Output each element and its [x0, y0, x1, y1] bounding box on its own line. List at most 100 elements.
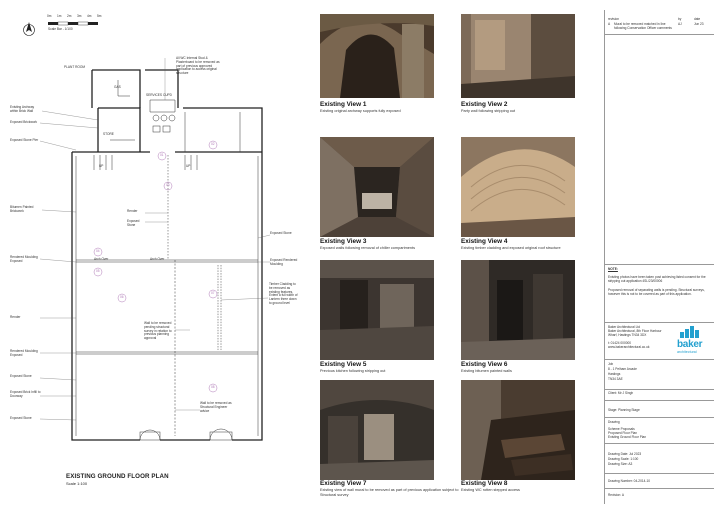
stair-up-label-2: UP — [186, 164, 191, 168]
note-render-1: Render — [127, 209, 138, 213]
note-rendered-moulding-exposed: Rendered Moulding Exposed — [10, 349, 38, 357]
note-exposed-stone-left: Exposed Stone — [10, 374, 32, 378]
room-label-gas: GAS — [114, 85, 121, 89]
title-block-border — [604, 10, 606, 504]
drawing-line-1: Scheme Proposals — [608, 427, 635, 431]
drawing-number: Drawing Number: 04-2014-10 — [608, 479, 650, 483]
note-exposed-brick-infill: Exposed Brick Infill to Doorway — [10, 390, 41, 398]
scale-tick-1: 1m — [57, 14, 62, 18]
view-marker-05: 05 — [96, 269, 100, 273]
rev-head-revision: revision — [608, 17, 619, 21]
view-1-desc: Existing original archway supports fully… — [320, 109, 401, 113]
note-exposed-stone-pier: Exposed Stone Pier — [10, 138, 39, 142]
note-exposed-brickwork: Exposed Brickwork — [10, 120, 38, 124]
view-5-desc: Previous kitchen following stripping out — [320, 369, 386, 373]
drawing-date: Drawing Date: Jul 2023 — [608, 452, 642, 456]
job-line-1: 8 - 1 Pelham Arcade — [608, 367, 637, 371]
north-arrow-icon — [23, 22, 35, 36]
scale-tick-3: 3m — [77, 14, 82, 18]
view-marker-03: 03 — [166, 183, 170, 187]
view-marker-07: 07 — [211, 291, 215, 295]
view-6-title: Existing View 6 — [461, 361, 508, 368]
view-4-title: Existing View 4 — [461, 238, 508, 245]
note-exposed-stone-right: Exposed Stone — [270, 231, 292, 235]
logo-sub: architectural — [677, 350, 697, 354]
plan-title: EXISTING GROUND FLOOR PLAN — [66, 473, 169, 480]
view-7-desc: Existing view of wall mural to be remove… — [320, 488, 459, 497]
room-label-services: SERVICES CUPD — [146, 93, 172, 97]
room-label-plant: PLANT ROOM — [64, 65, 86, 69]
note-wc-stud: All WC Internal Stud & Plasterboard to b… — [176, 56, 220, 76]
note-render-left: Render — [10, 315, 21, 319]
scale-tick-4: 4m — [87, 14, 92, 18]
stage: Stage: Planning Stage — [608, 408, 640, 412]
note-rendered-moulding-right: Exposed Rendered Moulding — [270, 258, 298, 266]
company-web: www.bakerarchitectural.co.uk — [608, 345, 650, 349]
view-6-desc: Existing bitumen painted walls — [461, 369, 512, 373]
drawing-scale: Drawing Scale: 1:100 — [608, 457, 639, 461]
view-marker-08: 08 — [211, 385, 215, 389]
scale-tick-2: 2m — [67, 14, 72, 18]
note-text-2: Proposed removal of separating walls is … — [608, 288, 705, 296]
building-walls — [71, 69, 263, 441]
view-3-title: Existing View 3 — [320, 238, 367, 245]
photo-view-6 — [461, 260, 575, 360]
company-address: Baker Architectural, 8th Floor Harbour W… — [608, 329, 662, 337]
drawing-heading: Drawing — [608, 420, 620, 424]
view-1-title: Existing View 1 — [320, 101, 367, 108]
photo-view-1 — [320, 14, 434, 98]
scale-bar-label: Scale Bar - 1/100 — [48, 27, 73, 31]
note-bitumen: Bitumen Painted Brickwork — [10, 205, 34, 213]
job-line-2: Hastings — [608, 372, 621, 376]
note-wall-removed-engineer: Wall to be removed as Structural Enginee… — [200, 401, 232, 413]
job-heading: Job — [608, 362, 614, 366]
note-heading: NOTE: — [608, 267, 618, 271]
view-8-title: Existing View 8 — [461, 480, 508, 487]
view-2-title: Existing View 2 — [461, 101, 508, 108]
view-2-desc: Party wall following stripping out — [461, 109, 516, 113]
view-8-desc: Existing WC rotten stepped access — [461, 488, 520, 492]
baker-logo-icon — [680, 326, 699, 338]
drawing-line-3: Existing Ground Floor Plan — [608, 435, 647, 439]
view-3-desc: Exposed walls following removal of chill… — [320, 246, 415, 250]
photo-view-3 — [320, 137, 434, 237]
room-label-store: STORE — [103, 132, 114, 136]
rev-head-date: date — [694, 17, 701, 21]
view-marker-06: 06 — [120, 295, 124, 299]
arch-over-label-1: Arch Over — [94, 257, 109, 261]
photo-view-2 — [461, 14, 575, 98]
view-marker-02: 02 — [211, 142, 215, 146]
note-exposed-stone-1: Exposed Stone — [127, 219, 140, 227]
photo-view-7 — [320, 380, 434, 480]
rev-head-by: by — [678, 17, 682, 21]
photo-view-4 — [461, 137, 575, 237]
arch-over-label-2: Arch Over — [150, 257, 165, 261]
company-tel: t: 01424 000000 — [608, 341, 632, 345]
view-7-title: Existing View 7 — [320, 480, 367, 487]
scale-tick-5: 5m — [97, 14, 102, 18]
drawing-line-2: Proposed Floor Plan — [608, 431, 638, 435]
view-4-desc: Existing timber cladding and exposed ori… — [461, 246, 561, 250]
note-archway: Existing Archway within Brick Wall — [10, 105, 35, 113]
drawing-size: Drawing Size: A3 — [608, 462, 633, 466]
rev-row-date: Jun 23 — [694, 22, 704, 26]
scale-tick-0: 0m — [47, 14, 52, 18]
company-name: Baker Architectural Ltd — [608, 325, 641, 329]
logo-word: baker — [677, 339, 703, 350]
rev-row-desc: Mural to be removed matched in line foll… — [614, 22, 672, 30]
scale-bar — [48, 21, 98, 26]
revision: Revision: A — [608, 493, 624, 497]
rev-row-letter: A — [608, 22, 611, 26]
view-marker-04: 04 — [96, 249, 100, 253]
job-line-3: TN34 3AE — [608, 377, 623, 381]
plan-scale: Scale 1:100 — [66, 481, 88, 486]
note-wall-removed: Wall to be removed pending structural su… — [144, 321, 172, 341]
photo-view-5 — [320, 260, 434, 360]
note-timber-cladding: Timber Cladding to be removed as existin… — [269, 282, 298, 305]
client: Client: Mr J Singh — [608, 391, 634, 395]
photo-view-8 — [461, 380, 575, 480]
view-5-title: Existing View 5 — [320, 361, 367, 368]
rev-row-by: AJ — [678, 22, 682, 26]
stair-up-label-1: UP — [99, 164, 104, 168]
